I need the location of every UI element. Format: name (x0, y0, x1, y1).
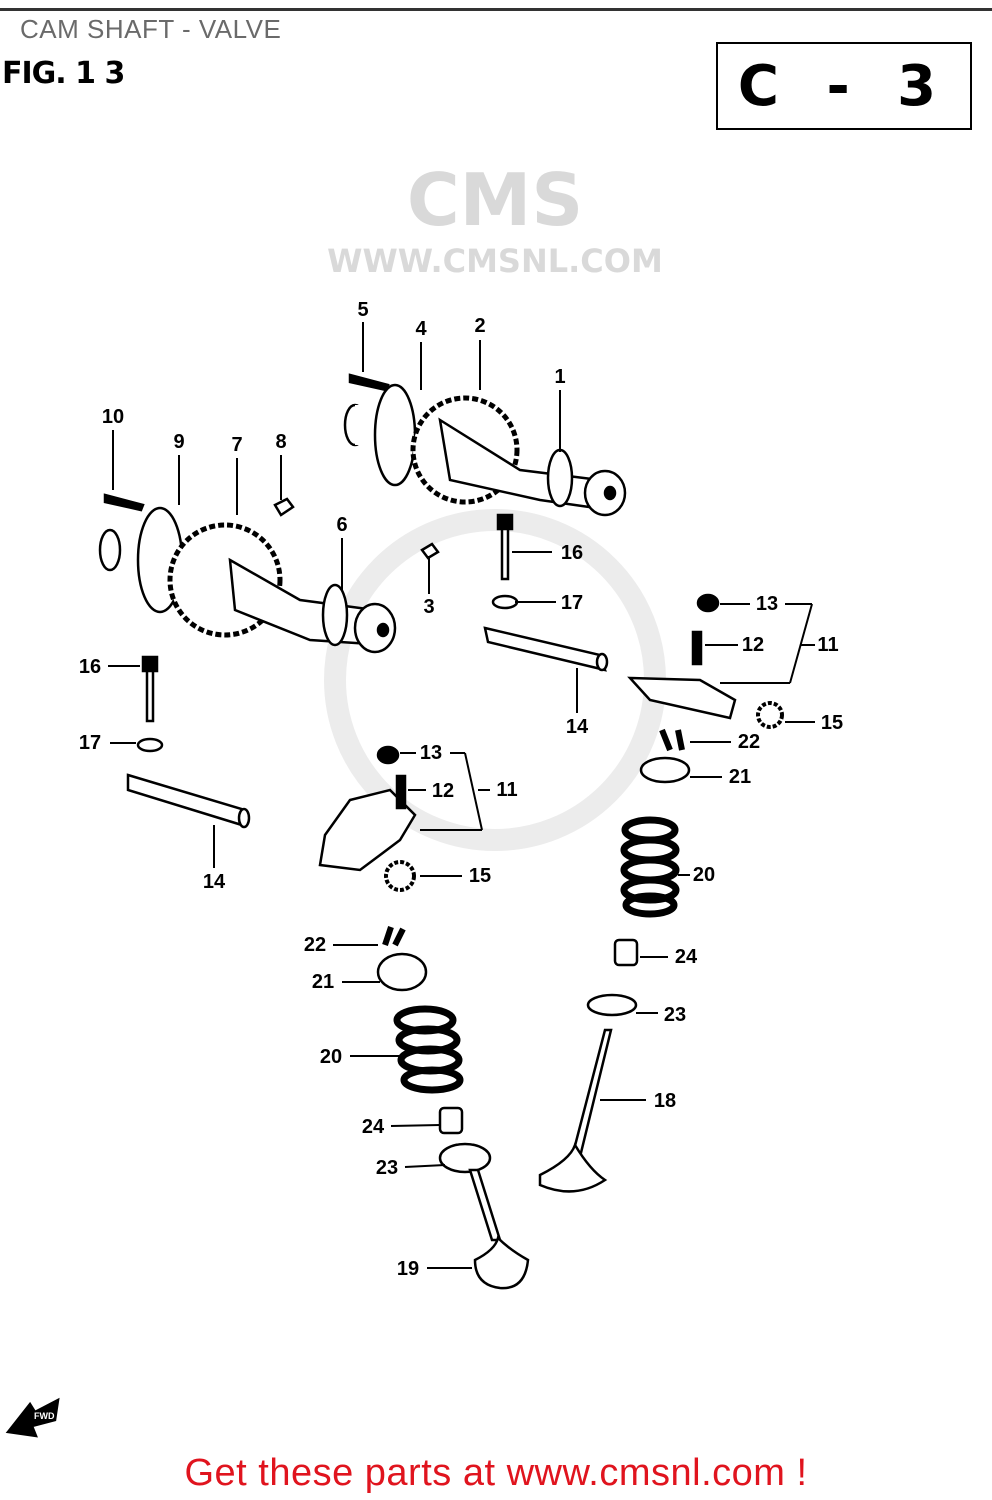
part-number-label: 15 (469, 865, 491, 887)
callout-11: 11 (800, 634, 839, 656)
part-number-label: 12 (742, 634, 764, 656)
callout-22: 22 (690, 731, 760, 753)
rocker-arms (318, 593, 784, 892)
part-number-label: 2 (474, 315, 485, 337)
callout-4: 4 (415, 318, 427, 390)
leader-line (789, 603, 813, 684)
callout-21: 21 (312, 971, 380, 993)
footer-link[interactable]: Get these parts at www.cmsnl.com ! (184, 1452, 808, 1494)
figure-number: FIG. 1 3 (2, 56, 125, 91)
callout-7: 7 (231, 434, 243, 515)
callout-6: 6 (336, 514, 348, 590)
valve-train (376, 728, 691, 1290)
watermark-logo: CMS (407, 158, 583, 242)
callout-12: 12 (705, 634, 764, 656)
part-number-label: 11 (817, 634, 838, 656)
part-number-label: 13 (756, 593, 778, 615)
callout-1: 1 (554, 366, 566, 452)
callout-22: 22 (304, 934, 378, 956)
cam-plate (373, 383, 417, 487)
callout-17: 17 (79, 732, 136, 754)
callout-23: 23 (376, 1157, 446, 1179)
part-number-label: 23 (376, 1157, 398, 1179)
callout-9: 9 (173, 431, 185, 505)
callout-20: 20 (320, 1046, 400, 1068)
fwd-arrow-icon: FWD (5, 1397, 60, 1438)
part-number-label: 14 (566, 716, 589, 738)
part-number-label: 21 (729, 766, 751, 788)
parts-drawing: FWD (5, 373, 784, 1438)
callout-15: 15 (420, 865, 491, 887)
callout-23: 23 (636, 1004, 686, 1026)
part-number-label: 15 (821, 712, 843, 734)
leader-line (390, 1124, 441, 1127)
callout-5: 5 (357, 299, 369, 372)
callout-14: 14 (566, 668, 589, 738)
part-number-label: 6 (336, 514, 347, 536)
part-number-label: 21 (312, 971, 334, 993)
part-number-label: 22 (304, 934, 326, 956)
part-number-label: 16 (79, 656, 101, 678)
callout-13: 13 (720, 593, 813, 684)
part-number-label: 9 (173, 431, 184, 453)
callout-16: 16 (512, 542, 583, 564)
callout-11: 11 (478, 779, 518, 801)
camshaft-lower (98, 506, 397, 654)
part-number-label: 1 (554, 366, 565, 388)
part-number-label: 3 (423, 596, 434, 618)
part-number-label: 16 (561, 542, 583, 564)
callout-24: 24 (640, 946, 698, 968)
part-number-label: 10 (102, 406, 124, 428)
callout-14: 14 (203, 825, 226, 893)
part-number-label: 4 (415, 318, 427, 340)
part-number-label: 8 (275, 431, 286, 453)
callout-2: 2 (474, 315, 486, 390)
callout-3: 3 (423, 556, 435, 618)
leader-line (404, 1164, 446, 1168)
page-title: CAM SHAFT - VALVE (20, 14, 282, 44)
bolts (103, 373, 519, 753)
part-number-label: 5 (357, 299, 368, 321)
part-number-label: 19 (397, 1258, 419, 1280)
leader-line (464, 752, 483, 831)
top-rule (0, 8, 992, 11)
callout-18: 18 (600, 1090, 676, 1112)
part-number-label: 24 (362, 1116, 385, 1138)
part-number-label: 23 (664, 1004, 686, 1026)
callout-13: 13 (400, 742, 483, 831)
part-number-label: 18 (654, 1090, 676, 1112)
callout-21: 21 (690, 766, 751, 788)
camshaft-upper (343, 383, 627, 517)
watermark-url: WWW.CMSNL.COM (327, 242, 663, 280)
rocker-shafts (126, 626, 609, 829)
fwd-label: FWD (34, 1411, 55, 1421)
part-number-label: 13 (420, 742, 442, 764)
callout-19: 19 (397, 1258, 472, 1280)
part-number-label: 17 (561, 592, 583, 614)
part-number-label: 14 (203, 871, 226, 893)
section-code-box: C - 3 (716, 42, 972, 130)
callout-15: 15 (785, 712, 843, 734)
part-number-label: 20 (693, 864, 715, 886)
callout-24: 24 (362, 1116, 441, 1138)
part-number-label: 17 (79, 732, 101, 754)
part-number-label: 7 (231, 434, 242, 456)
callout-16: 16 (79, 656, 140, 678)
part-number-label: 12 (432, 780, 454, 802)
callout-20: 20 (678, 864, 715, 886)
part-number-label: 24 (675, 946, 698, 968)
part-number-label: 22 (738, 731, 760, 753)
callout-10: 10 (102, 406, 124, 490)
callout-12: 12 (408, 780, 454, 802)
callout-17: 17 (515, 592, 583, 614)
part-number-label: 20 (320, 1046, 342, 1068)
callout-8: 8 (275, 431, 287, 500)
part-number-label: 11 (496, 779, 517, 801)
